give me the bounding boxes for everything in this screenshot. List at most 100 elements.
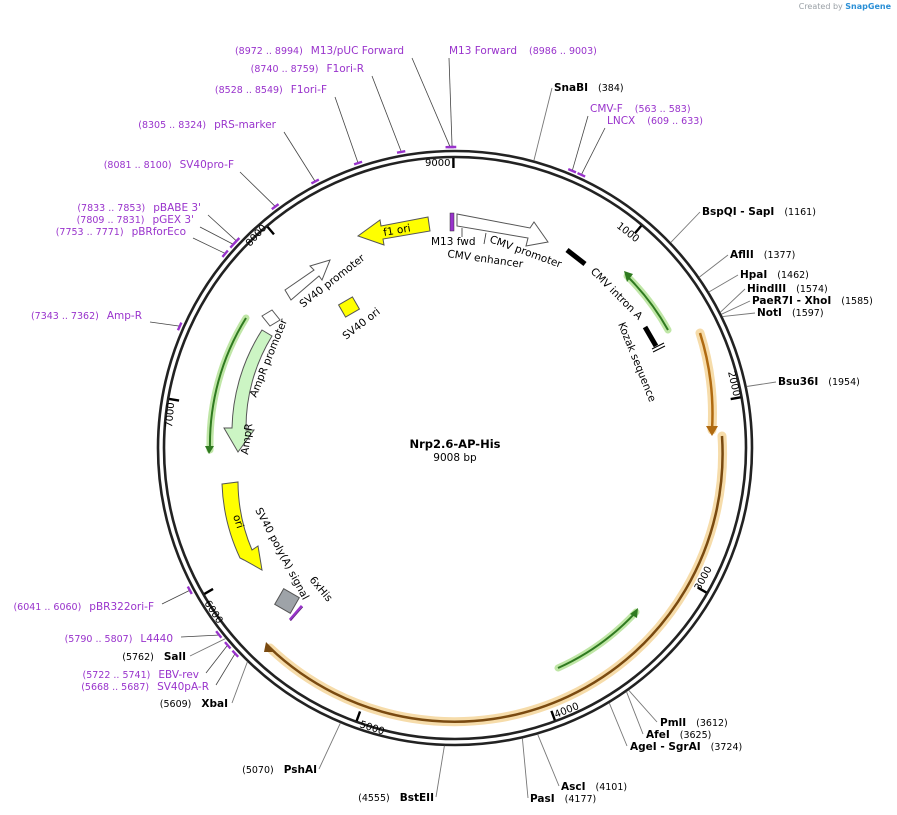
tick-label-9000: 9000 — [425, 158, 450, 169]
primer-leader-l4440 — [180, 634, 218, 638]
primer-ebv-rev: (5722 .. 5741)EBV-rev — [83, 669, 200, 681]
tick-8000 — [266, 225, 275, 236]
primer-leader-lines — [149, 57, 606, 686]
label-ampr: AmpR — [239, 423, 255, 456]
label-cmv-intron-a: CMV intron A — [588, 266, 645, 323]
leader-sali — [189, 638, 226, 657]
leader-pasi — [521, 738, 529, 799]
kozak-mark — [642, 325, 659, 348]
green-arc-lower-core — [557, 611, 637, 669]
tick-label-6000: 6000 — [201, 599, 224, 626]
primer-mark-pgex-3 — [229, 240, 237, 249]
label-ori: ori — [230, 513, 246, 530]
tick-4000 — [550, 710, 556, 721]
primer-mark-pbr322ori-f — [186, 586, 193, 595]
cmv-promoter-arrow — [456, 213, 549, 247]
ori-arrow — [221, 481, 263, 571]
enzyme-aflii: AflII(1377) — [730, 249, 795, 261]
tick-label-5000: 5000 — [358, 719, 386, 737]
label-kozak-sequence: Kozak sequence — [615, 321, 658, 404]
leader-snabi — [533, 87, 553, 161]
leader-hindiii — [719, 288, 746, 313]
primer-mark-cmv-f — [567, 168, 577, 174]
enzyme-sali: (5762)SalI — [122, 651, 186, 663]
primer-labels: M13 Forward(8986 .. 9003) (8972 .. 8994)… — [13, 45, 703, 693]
primer-mark-ebv-rev — [224, 641, 232, 650]
tick-6000 — [203, 587, 214, 595]
primer-f1ori-r: (8740 .. 8759)F1ori-R — [251, 63, 364, 75]
ampr-arrow — [223, 329, 273, 453]
leader-xbai — [231, 661, 248, 704]
features: M13 fwd CMV enhancer CMV promoter CMV in… — [205, 212, 728, 727]
orf-arc-large-head — [264, 642, 276, 652]
primer-mark-f1ori-r — [396, 149, 406, 154]
primer-mark-amp-r — [176, 322, 183, 331]
tick-5000 — [355, 711, 362, 722]
credit-prefix: Created by — [798, 2, 843, 11]
primer-leader-ebv-rev — [205, 645, 228, 674]
leader-bsu36i — [746, 381, 777, 387]
leader-bsteii — [435, 745, 445, 798]
tick-7000 — [168, 397, 180, 402]
snapgene-brand: SnapGene — [845, 2, 891, 11]
leader-pshai — [318, 722, 341, 770]
plasmid-length: 9008 bp — [433, 452, 477, 464]
sv40-ori-box — [337, 296, 361, 318]
primer-mark-prs-marker — [310, 178, 320, 185]
primer-leader-m13-forward — [448, 57, 453, 147]
primer-pgex-3: (7809 .. 7831)pGEX 3' — [77, 214, 194, 226]
primer-pbr322ori-f: (6041 .. 6060)pBR322ori-F — [13, 601, 154, 613]
enzyme-afei: AfeI(3625) — [646, 729, 711, 741]
primer-l4440: (5790 .. 5807)L4440 — [65, 633, 173, 645]
primer-leader-f1ori-f — [334, 96, 359, 163]
enzyme-pasi: PasI(4177) — [530, 793, 596, 805]
leader-noti — [722, 312, 756, 317]
primer-prs-marker: (8305 .. 8324)pRS-marker — [138, 119, 276, 131]
primer-amp-r: (7343 .. 7362)Amp-R — [31, 310, 142, 322]
primer-pbrforeco: (7753 .. 7771)pBRforEco — [56, 226, 186, 238]
enzyme-bsu36i: Bsu36I(1954) — [778, 376, 860, 388]
leader-paer7i — [721, 300, 751, 315]
tick-label-7000: 7000 — [164, 402, 177, 428]
enzyme-paer7i: PaeR7I - XhoI(1585) — [752, 295, 873, 307]
leader-bspqi — [670, 211, 701, 243]
green-arc-ampr-core — [208, 317, 247, 451]
primer-leader-pbr322ori-f — [161, 590, 190, 605]
primer-pbabe-3: (7833 .. 7853)pBABE 3' — [77, 202, 201, 214]
enzyme-snabi: SnaBI(384) — [554, 82, 624, 94]
green-arc-cmv-core — [626, 275, 669, 331]
f1-ori-arrow — [356, 216, 431, 246]
primer-m13-puc-forward: (8972 .. 8994)M13/pUC Forward — [235, 45, 404, 57]
green-arc-cmv-head — [624, 271, 633, 282]
primer-mark-sv40pro-f — [271, 203, 280, 211]
green-arc-ampr-head — [205, 446, 214, 454]
primer-leader-f1ori-r — [371, 75, 402, 152]
primer-f1ori-f: (8528 .. 8549)F1ori-F — [215, 84, 327, 96]
primer-cmv-f: CMV-F(563 .. 583) — [590, 103, 691, 115]
tick-marks — [168, 157, 741, 722]
m13-fwd-marker — [449, 212, 455, 232]
label-6xhis: 6xHis — [307, 574, 335, 604]
primer-leader-pgex-3 — [199, 226, 233, 245]
primer-leader-amp-r — [149, 321, 179, 327]
leader-pmli — [628, 689, 658, 723]
primer-mark-pbrforeco — [221, 249, 229, 258]
label-m13-fwd: M13 fwd — [431, 236, 476, 248]
primer-leader-m13-puc-forward — [411, 57, 451, 147]
tick-2000 — [730, 396, 741, 401]
primer-sv40pro-f: (8081 .. 8100)SV40pro-F — [104, 159, 234, 171]
enzyme-labels: SnaBI(384) BspQI - SapI(1161) AflII(1377… — [122, 82, 873, 805]
enzyme-xbai: (5609)XbaI — [160, 698, 228, 710]
tick-label-2000: 2000 — [725, 370, 741, 397]
enzyme-agei: AgeI - SgrAI(3724) — [630, 741, 742, 753]
leader-afei — [626, 691, 644, 735]
enzyme-pshai: (5070)PshAI — [242, 764, 317, 776]
primer-mark-l4440 — [215, 630, 223, 639]
leader-agei — [608, 702, 628, 747]
6xhis-marker — [288, 605, 304, 621]
plasmid-name: Nrp2.6-AP-His — [410, 437, 501, 451]
primer-leader-cmv-f — [572, 115, 589, 170]
snapgene-credit: Created by SnapGene — [799, 2, 891, 11]
enzyme-hpai: HpaI(1462) — [740, 269, 809, 281]
primer-leader-sv40pa-r — [215, 654, 235, 686]
